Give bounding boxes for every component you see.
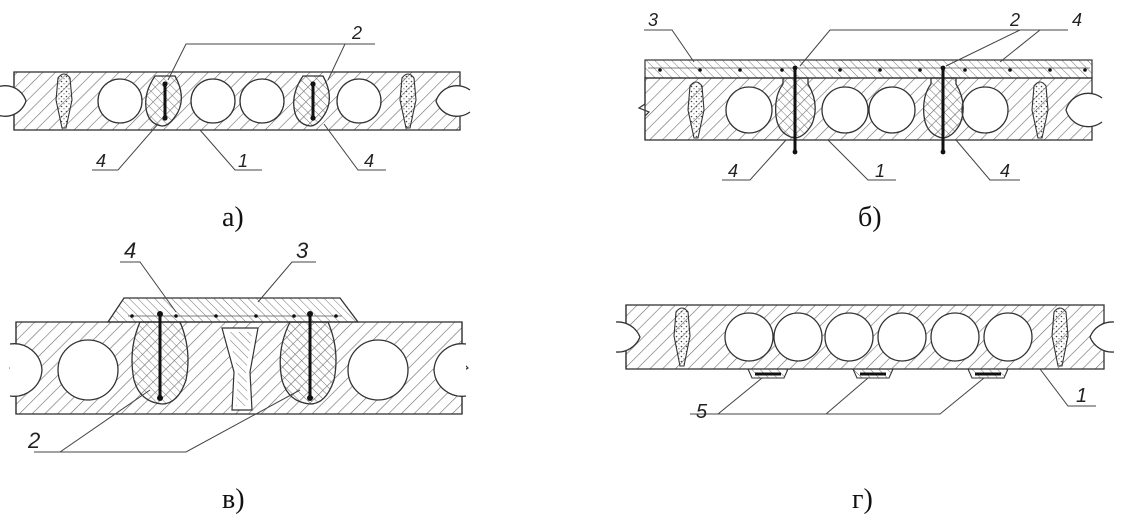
panel-g: 5 1 г) [615, 304, 1115, 515]
caption-b: б) [858, 202, 882, 233]
callout-b-2: 2 [1009, 10, 1020, 30]
callout-b-4-left: 4 [728, 161, 738, 181]
caption-a: а) [222, 202, 244, 233]
callout-b-4-right: 4 [1000, 161, 1010, 181]
panel-a: 2 4 1 4 а) [0, 23, 471, 233]
callout-a-4-right: 4 [364, 151, 374, 171]
callout-a-1: 1 [238, 151, 248, 171]
panel-v: 4 3 2 в) [9, 238, 469, 515]
callout-v-2: 2 [27, 428, 40, 453]
callout-g-1: 1 [1076, 385, 1087, 407]
callout-a-2: 2 [351, 23, 362, 43]
callout-v-4: 4 [124, 238, 136, 263]
callout-v-3: 3 [296, 238, 309, 263]
callout-b-4-top: 4 [1072, 10, 1082, 30]
callout-b-1: 1 [875, 161, 885, 181]
callout-b-3: 3 [648, 10, 658, 30]
caption-v: в) [222, 484, 245, 515]
callout-a-4-left: 4 [96, 151, 106, 171]
panel-b: 3 2 4 4 1 4 б) [637, 10, 1103, 233]
caption-g: г) [852, 484, 873, 515]
callout-g-5: 5 [696, 401, 708, 423]
